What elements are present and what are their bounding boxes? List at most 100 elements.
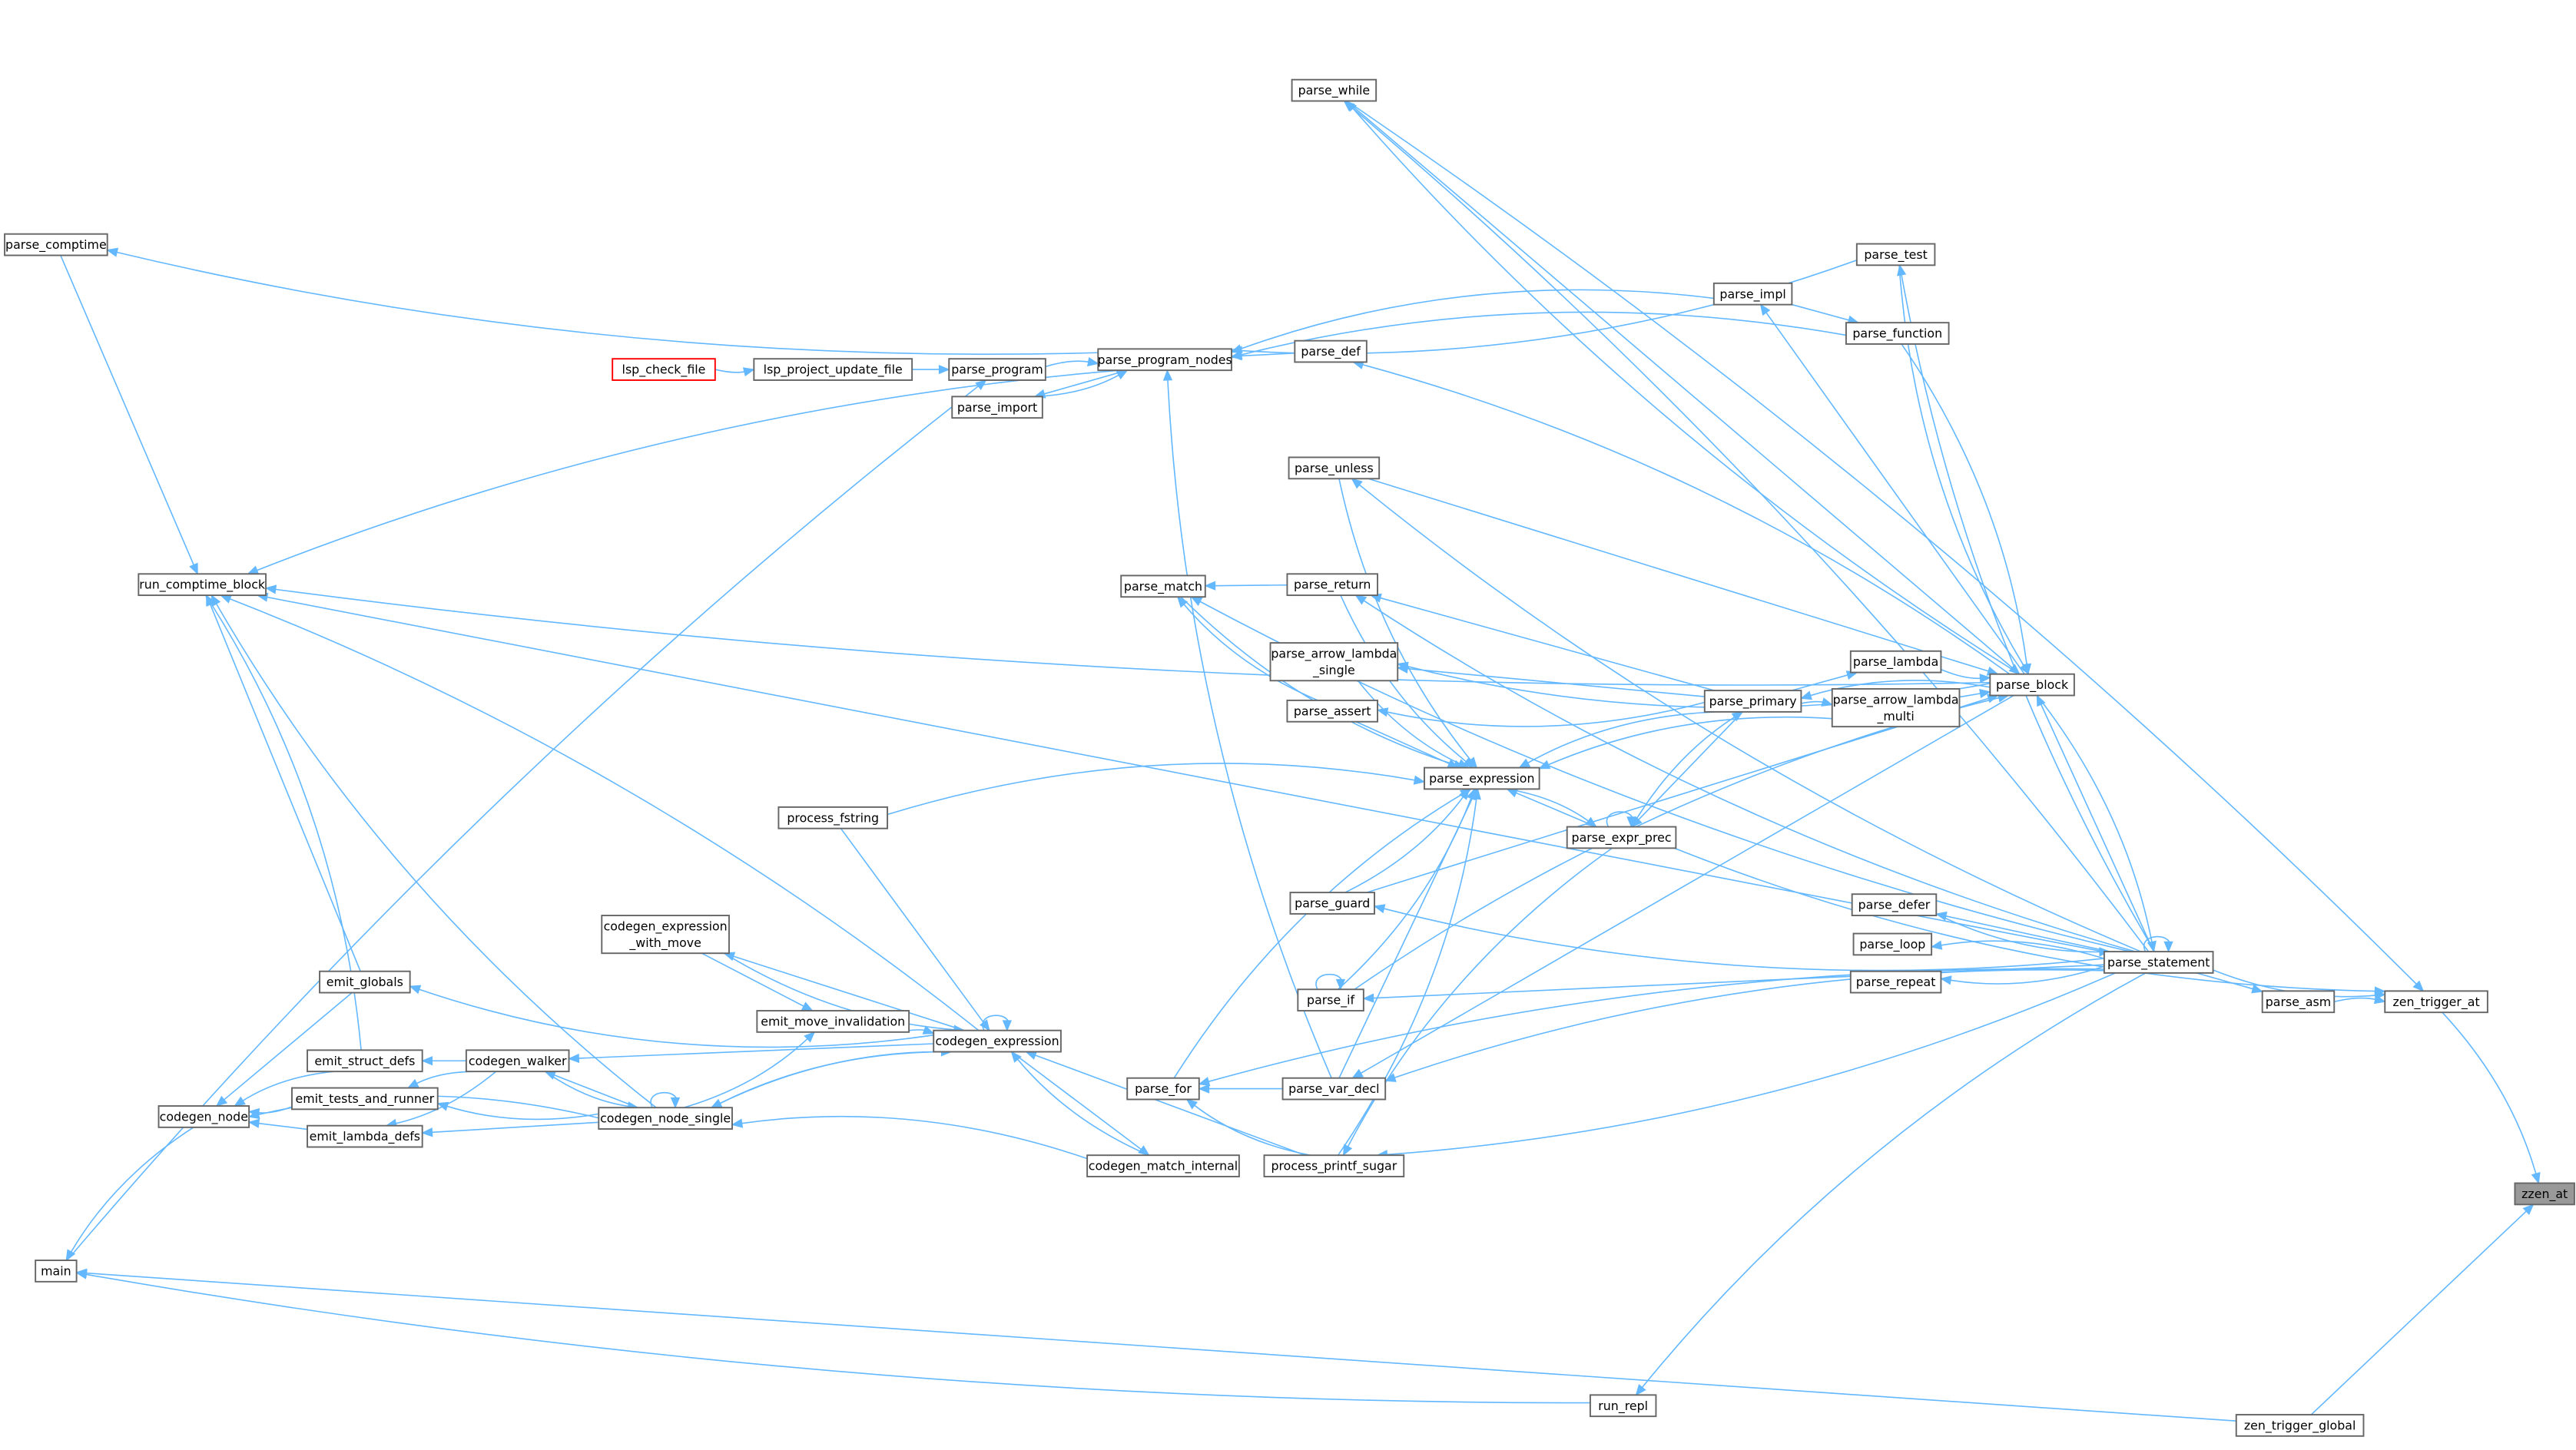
arrowhead: [1190, 596, 1203, 606]
node-box: [601, 915, 730, 955]
node-codegen-expression-with-move[interactable]: codegen_expression_with_move: [601, 915, 730, 955]
node-emit-lambda-defs[interactable]: emit_lambda_defs: [307, 1124, 423, 1148]
node-run-repl[interactable]: run_repl: [1589, 1394, 1657, 1418]
node-box: [1120, 574, 1206, 598]
node-zen-trigger-at[interactable]: zen_trigger_at: [2384, 990, 2488, 1014]
node-parse-if[interactable]: parse_if: [1297, 988, 1364, 1012]
node-parse-primary[interactable]: parse_primary: [1703, 690, 1802, 713]
node-parse-expr-prec[interactable]: parse_expr_prec: [1566, 826, 1677, 849]
node-parse-assert[interactable]: parse_assert: [1286, 699, 1378, 723]
edge-process-fstring-to-codegen-expression: [840, 828, 986, 1025]
node-box: [465, 1049, 570, 1073]
edge-parse-var-decl-to-parse-expression: [1338, 796, 1474, 1079]
edge-parse-primary-to-parse-lambda: [1791, 674, 1850, 691]
node-parse-def[interactable]: parse_def: [1294, 339, 1368, 363]
node-zzen-at[interactable]: zzen_at: [2514, 1182, 2575, 1206]
node-parse-comptime[interactable]: parse_comptime: [4, 233, 108, 257]
node-codegen-node-single[interactable]: codegen_node_single: [598, 1107, 733, 1130]
arrowhead: [1335, 978, 1346, 991]
edge-parse-block-to-parse-primary: [1809, 680, 1991, 697]
node-zen-trigger-global[interactable]: zen_trigger_global: [2235, 1414, 2365, 1437]
arrowhead: [1413, 775, 1426, 785]
edge-parse-statement-to-parse-repeat: [1948, 965, 2105, 985]
edge-parse-primary-to-parse-expr-prec: [1636, 711, 1743, 822]
node-label: parse_var_decl: [1288, 1081, 1379, 1097]
arrowhead: [1518, 758, 1531, 769]
node-codegen-node[interactable]: codegen_node: [157, 1105, 250, 1128]
arrowhead: [1396, 661, 1409, 671]
edge-emit-lambda-defs-to-codegen-node: [257, 1122, 308, 1131]
node-parse-asm[interactable]: parse_asm: [2261, 990, 2336, 1014]
node-parse-statement[interactable]: parse_statement: [2103, 951, 2214, 974]
node-process-printf-sugar[interactable]: process_printf_sugar: [1263, 1154, 1405, 1177]
node-parse-arrow-lambda-single[interactable]: parse_arrow_lambda_single: [1269, 642, 1399, 682]
edge-codegen-node-single-to-emit-lambda-defs: [430, 1121, 599, 1134]
node-codegen-walker[interactable]: codegen_walker: [465, 1049, 570, 1073]
node-box: [1126, 1077, 1200, 1101]
node-parse-guard[interactable]: parse_guard: [1289, 892, 1375, 915]
node-box: [1855, 243, 1936, 266]
edge-codegen-expression-to-codegen-walker: [577, 1043, 934, 1059]
edge-lsp-check-file-to-lsp-project-update-file: [714, 369, 747, 373]
node-run-comptime-block[interactable]: run_comptime_block: [138, 573, 267, 597]
node-emit-struct-defs[interactable]: emit_struct_defs: [307, 1049, 423, 1073]
node-parse-var-decl[interactable]: parse_var_decl: [1281, 1077, 1387, 1101]
edge-process-printf-sugar-to-parse-for: [1192, 1104, 1311, 1156]
node-parse-expression[interactable]: parse_expression: [1424, 766, 1540, 790]
edge-parse-statement-to-parse-for: [1206, 968, 2104, 1083]
node-parse-return[interactable]: parse_return: [1286, 573, 1378, 597]
arrowhead: [2251, 984, 2264, 994]
node-parse-function[interactable]: parse_function: [1845, 322, 1950, 345]
node-emit-move-invalidation[interactable]: emit_move_invalidation: [756, 1010, 910, 1033]
node-parse-for[interactable]: parse_for: [1126, 1077, 1200, 1101]
node-parse-loop[interactable]: parse_loop: [1852, 932, 1933, 956]
edge-process-printf-sugar-to-codegen-expression: [1033, 1054, 1306, 1156]
edge-parse-arrow-lambda-single-to-parse-expression: [1357, 680, 1461, 765]
edge-parse-impl-to-parse-function: [1792, 303, 1851, 322]
node-parse-block[interactable]: parse_block: [1989, 673, 2075, 697]
node-emit-globals[interactable]: emit_globals: [319, 970, 411, 994]
arrowhead: [804, 1031, 816, 1043]
node-label: parse_arrow_lambda: [1833, 692, 1959, 707]
node-label: codegen_expression: [604, 919, 728, 934]
node-parse-repeat[interactable]: parse_repeat: [1849, 970, 1942, 994]
node-lsp-project-update-file[interactable]: lsp_project_update_file: [753, 358, 913, 381]
arrowhead: [1002, 1020, 1013, 1032]
node-label: run_repl: [1598, 1399, 1648, 1414]
node-parse-program-nodes[interactable]: parse_program_nodes: [1097, 348, 1232, 372]
nodes-layer: zzen_at zen_trigger_at zen_trigger_global p…: [4, 78, 2575, 1437]
edge-parse-function-to-parse-program-nodes: [1239, 311, 1847, 356]
arrowhead: [731, 1118, 744, 1128]
node-label: parse_loop: [1859, 937, 1925, 952]
node-parse-lambda[interactable]: parse_lambda: [1849, 650, 1942, 674]
node-parse-test[interactable]: parse_test: [1855, 243, 1936, 266]
node-label: main: [41, 1263, 71, 1278]
node-box: [1566, 826, 1677, 849]
edge-process-printf-sugar-to-parse-expression: [1338, 796, 1477, 1156]
node-emit-tests-and-runner[interactable]: emit_tests_and_runner: [291, 1087, 439, 1111]
node-process-fstring[interactable]: process_fstring: [777, 806, 889, 829]
edge-parse-program-to-parse-program-nodes: [1045, 360, 1090, 368]
node-parse-program[interactable]: parse_program: [948, 358, 1046, 381]
edge-parse-primary-to-parse-arrow-lambda-single: [1405, 667, 1705, 697]
node-label: parse_program: [951, 362, 1043, 378]
node-codegen-expression[interactable]: codegen_expression: [933, 1029, 1062, 1053]
node-parse-impl[interactable]: parse_impl: [1712, 282, 1793, 306]
arrowhead: [1176, 596, 1189, 608]
node-parse-defer[interactable]: parse_defer: [1851, 893, 1938, 916]
node-main[interactable]: main: [35, 1260, 78, 1283]
edge-parse-statement-to-parse-block: [2040, 702, 2155, 952]
edge-parse-asm-to-zen-trigger-at: [2334, 997, 2378, 1003]
node-parse-while[interactable]: parse_while: [1291, 78, 1378, 102]
node-parse-unless[interactable]: parse_unless: [1288, 456, 1381, 480]
node-parse-match[interactable]: parse_match: [1120, 574, 1206, 598]
arrowhead: [1204, 581, 1216, 591]
arrowhead: [1930, 940, 1943, 950]
node-label: zzen_at: [2521, 1187, 2568, 1202]
arrowhead: [2522, 1203, 2535, 1215]
node-parse-arrow-lambda-multi[interactable]: parse_arrow_lambda_multi: [1831, 687, 1961, 728]
node-lsp-check-file[interactable]: lsp_check_file: [612, 358, 716, 381]
node-codegen-match-internal[interactable]: codegen_match_internal: [1086, 1154, 1240, 1177]
node-parse-import[interactable]: parse_import: [951, 396, 1043, 419]
node-label: parse_unless: [1295, 461, 1374, 476]
